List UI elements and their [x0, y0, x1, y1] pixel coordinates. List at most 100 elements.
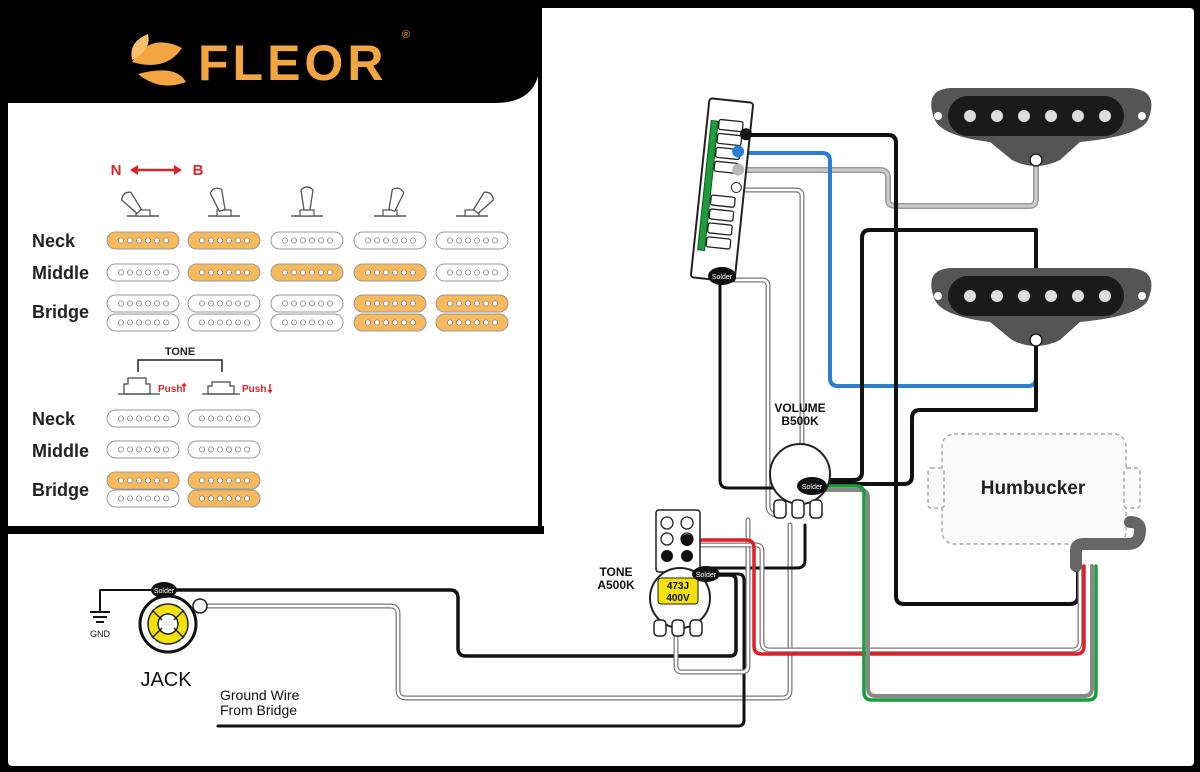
capacitor-value: 473J — [667, 581, 689, 592]
pos2-bridge-coil-bottom — [187, 313, 261, 332]
tone-solder-label: Solder — [696, 572, 717, 579]
tone-pos2-bridge-coil-top — [187, 471, 261, 490]
neck-pickup[interactable] — [931, 88, 1152, 167]
tone-solder-point — [692, 566, 720, 582]
pos2-neck-pickup — [187, 231, 261, 250]
row-label-middle: Middle — [32, 263, 89, 283]
tone-pos1-middle-pickup — [106, 440, 180, 459]
tone-pos2-bridge-coil-bottom — [187, 489, 261, 508]
tone-row-label-bridge: Bridge — [32, 480, 89, 500]
volume-label: VOLUME — [774, 401, 825, 415]
tone-bracket — [137, 359, 223, 372]
direction-bridge-label: B — [193, 162, 204, 179]
pos1-bridge-coil-top — [106, 294, 180, 313]
humbucker-cable — [1070, 516, 1147, 572]
switch-lug-blue — [732, 145, 745, 158]
pos1-bridge-coil-bottom — [106, 313, 180, 332]
pos1-neck-pickup — [106, 231, 180, 250]
row-label-bridge: Bridge — [32, 302, 89, 322]
switch-solder-label: Solder — [712, 274, 733, 281]
arrow-down-icon — [267, 384, 273, 394]
wire-humbucker-green — [810, 484, 1098, 702]
ground-wire-label-line1: Ground Wire — [220, 687, 300, 703]
switch-position-5-icon — [456, 191, 494, 217]
tone-pot-label: TONE — [599, 565, 632, 579]
capacitor-voltage: 400V — [666, 593, 690, 604]
switch-position-4-icon — [374, 187, 406, 217]
wires — [99, 133, 1098, 728]
direction-indicator: N B — [111, 162, 204, 179]
five-way-switch[interactable]: Solder — [690, 97, 756, 285]
switch-position-2-icon — [208, 187, 240, 217]
fleor-logo: FLEOR ® — [131, 29, 410, 91]
push-down-label: Push — [242, 384, 266, 395]
jack-solder-label: Solder — [154, 588, 175, 595]
leaf-icon — [131, 34, 186, 86]
pos4-bridge-coil-top — [353, 294, 427, 313]
tone-pos2-middle-pickup — [187, 440, 261, 459]
humbucker-pickup[interactable]: Humbucker — [927, 433, 1147, 572]
wire-switch-volume — [730, 188, 804, 507]
wire-neck-black — [743, 133, 1080, 606]
switch-position-legend — [106, 186, 509, 332]
gnd-label: GND — [90, 629, 111, 639]
output-jack[interactable]: Solder JACK — [138, 582, 208, 691]
pos5-bridge-coil-top — [435, 294, 509, 313]
tone-row-label-middle: Middle — [32, 441, 89, 461]
switch-lug-black — [739, 128, 752, 141]
pos5-bridge-coil-bottom — [435, 313, 509, 332]
pos5-middle-pickup — [435, 263, 509, 282]
legend-header — [0, 0, 540, 103]
tone-pos1-bridge-coil-bottom — [106, 489, 180, 508]
ground-wire-label-line2: From Bridge — [220, 702, 297, 718]
tone-pot-value: A500K — [597, 578, 635, 592]
direction-neck-label: N — [111, 162, 122, 179]
pos4-bridge-coil-bottom — [353, 313, 427, 332]
wire-humbucker-gray — [810, 488, 1094, 698]
pos2-bridge-coil-top — [187, 294, 261, 313]
wire-ground-bridge — [216, 572, 746, 728]
wire-ground-jack — [166, 573, 738, 658]
pos4-neck-pickup — [353, 231, 427, 250]
registered-mark: ® — [402, 29, 410, 41]
tone-legend: TONE Push Push — [118, 346, 273, 395]
tone-pos1-neck-pickup — [106, 409, 180, 428]
pos1-middle-pickup — [106, 263, 180, 282]
jack-solder-point — [151, 582, 177, 598]
pos5-neck-pickup — [435, 231, 509, 250]
pos4-middle-pickup — [353, 263, 427, 282]
humbucker-label: Humbucker — [981, 478, 1086, 499]
row-label-neck: Neck — [32, 231, 76, 251]
switch-solder-point — [708, 267, 736, 285]
brand-name: FLEOR — [198, 35, 387, 91]
pos3-bridge-coil-bottom — [270, 313, 344, 332]
tone-pos2-neck-pickup — [187, 409, 261, 428]
middle-pickup[interactable] — [931, 268, 1152, 347]
jack-label: JACK — [140, 669, 192, 691]
volume-solder-point — [797, 477, 827, 495]
switch-lug-gray — [732, 163, 745, 176]
tone-pot[interactable]: TONE A500K 473J 400V Solder — [597, 509, 720, 637]
tone-row-label-neck: Neck — [32, 409, 76, 429]
knob-down-icon — [202, 381, 240, 395]
volume-pot[interactable]: VOLUME B500K Solder — [769, 401, 831, 519]
push-up-label: Push — [158, 384, 182, 395]
capacitor: 473J 400V — [657, 577, 699, 605]
pos3-bridge-coil-top — [270, 294, 344, 313]
pos3-middle-pickup — [270, 263, 344, 282]
wire-humbucker-red — [698, 538, 1086, 656]
knob-up-icon — [118, 377, 160, 395]
tone-pos1-bridge-coil-top — [106, 471, 180, 490]
volume-value: B500K — [781, 414, 819, 428]
pos2-middle-pickup — [187, 263, 261, 282]
tone-title: TONE — [165, 346, 195, 358]
switch-position-1-icon — [121, 191, 159, 217]
legend-bottom-bar — [0, 526, 544, 534]
tone-pickup-legend — [106, 409, 261, 508]
switch-position-3-icon — [291, 186, 323, 217]
ground-symbol: GND — [90, 611, 111, 639]
pos3-neck-pickup — [270, 231, 344, 250]
arrow-up-icon — [181, 382, 187, 392]
